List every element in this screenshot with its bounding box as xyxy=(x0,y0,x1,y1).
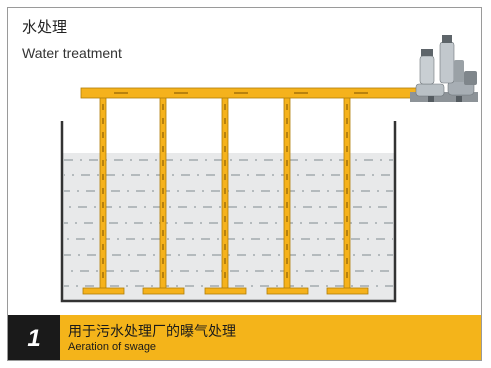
water-body xyxy=(62,153,395,301)
info-card: 水处理 Water treatment xyxy=(7,7,482,361)
air-header-pipe xyxy=(80,87,427,99)
pipe-markings xyxy=(102,104,348,284)
footer-title-chinese: 用于污水处理厂的曝气处理 xyxy=(68,324,236,340)
footer-bar: 1 用于污水处理厂的曝气处理 Aeration of swage xyxy=(8,315,481,360)
aeration-diagram xyxy=(60,35,478,303)
footer-title-english: Aeration of swage xyxy=(68,341,157,353)
section-number: 1 xyxy=(8,315,60,360)
tank-outline xyxy=(60,121,397,303)
diffuser-bars xyxy=(82,287,369,295)
blower-unit-icon xyxy=(410,35,478,102)
water-texture xyxy=(64,159,393,287)
title-english: Water treatment xyxy=(22,45,122,61)
title-chinese: 水处理 xyxy=(22,18,68,36)
